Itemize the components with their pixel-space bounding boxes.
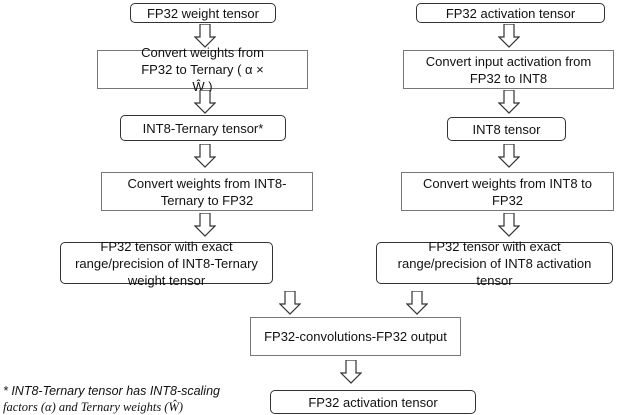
int8-tensor-node: INT8 tensor bbox=[447, 117, 566, 141]
convert-activation-fp32-to-int8-node: Convert input activation from FP32 to IN… bbox=[403, 50, 614, 89]
down-arrow-icon bbox=[498, 24, 520, 48]
down-arrow-icon bbox=[406, 291, 428, 315]
fp32-weight-tensor-node: FP32 weight tensor bbox=[130, 3, 276, 23]
footnote-line-2: factors (α) and Ternary weights (Ŵ) bbox=[3, 400, 184, 414]
footnote: * INT8-Ternary tensor has INT8-scaling f… bbox=[3, 383, 220, 415]
int8-ternary-tensor-node: INT8-Ternary tensor* bbox=[120, 115, 286, 141]
fp32-activation-tensor-input-node: FP32 activation tensor bbox=[416, 3, 605, 23]
convert-int8-to-fp32-node: Convert weights from INT8 to FP32 bbox=[401, 172, 614, 211]
convert-fp32-to-ternary-node: Convert weights from FP32 to Ternary ( α… bbox=[97, 45, 308, 94]
footnote-line-1: * INT8-Ternary tensor has INT8-scaling bbox=[3, 384, 220, 398]
down-arrow-icon bbox=[340, 360, 362, 384]
down-arrow-icon bbox=[194, 90, 216, 114]
down-arrow-icon bbox=[498, 213, 520, 237]
fp32-activation-tensor-output-node: FP32 activation tensor bbox=[270, 390, 476, 414]
down-arrow-icon bbox=[498, 144, 520, 168]
down-arrow-icon bbox=[194, 213, 216, 237]
fp32-exact-weight-tensor-node: FP32 tensor with exact range/precision o… bbox=[60, 239, 273, 288]
fp32-exact-activation-tensor-node: FP32 tensor with exact range/precision o… bbox=[376, 239, 613, 288]
down-arrow-icon bbox=[279, 291, 301, 315]
down-arrow-icon bbox=[498, 90, 520, 114]
down-arrow-icon bbox=[194, 144, 216, 168]
fp32-convolutions-node: FP32-convolutions-FP32 output bbox=[250, 317, 461, 356]
down-arrow-icon bbox=[194, 24, 216, 48]
convert-int8-ternary-to-fp32-node: Convert weights from INT8-Ternary to FP3… bbox=[101, 172, 313, 211]
